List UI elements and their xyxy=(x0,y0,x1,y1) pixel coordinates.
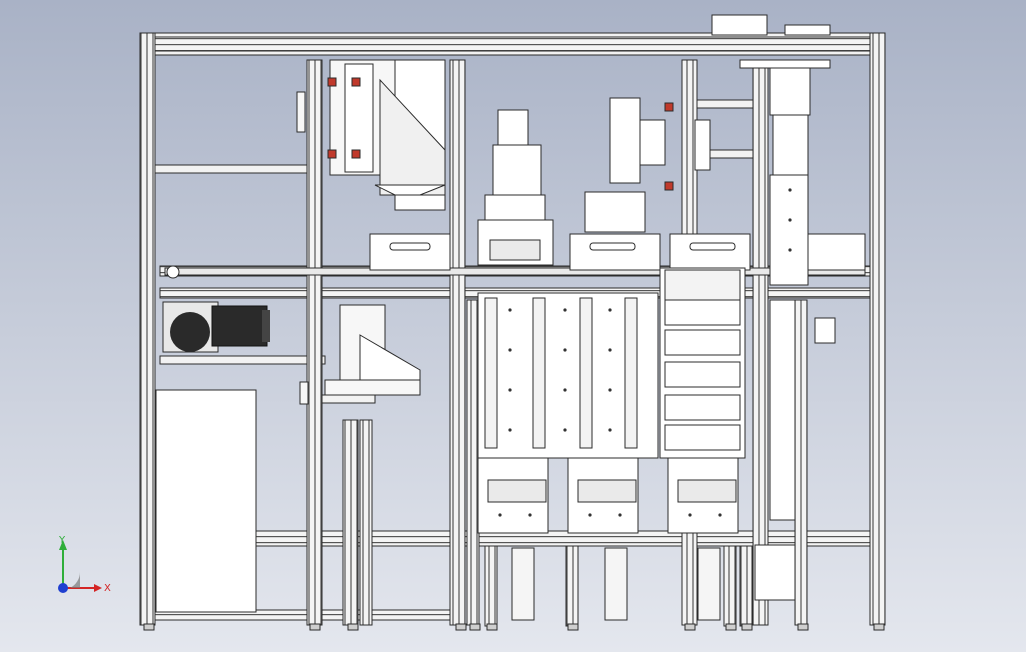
bolt-holes xyxy=(498,188,792,517)
clamp-assembly xyxy=(584,97,711,233)
electrical-cabinet xyxy=(155,389,257,613)
lift-panels xyxy=(477,292,739,534)
top-left-fixture xyxy=(296,59,446,211)
leveling-feet xyxy=(143,623,885,631)
fixture-blocks xyxy=(369,233,866,271)
lower-left-bracket xyxy=(299,304,421,405)
top-right-component xyxy=(711,14,831,69)
stacked-cylinders xyxy=(659,267,746,459)
conveyor-belt xyxy=(164,265,866,279)
machine-frame xyxy=(139,32,886,627)
x-axis-label: X xyxy=(104,583,111,594)
lower-actuators xyxy=(511,547,721,621)
center-tower xyxy=(477,109,554,266)
conveyor-motor xyxy=(162,301,270,353)
coordinate-triad[interactable] xyxy=(58,540,102,593)
right-vertical-module xyxy=(754,59,836,601)
y-axis-label: Y xyxy=(58,535,66,546)
